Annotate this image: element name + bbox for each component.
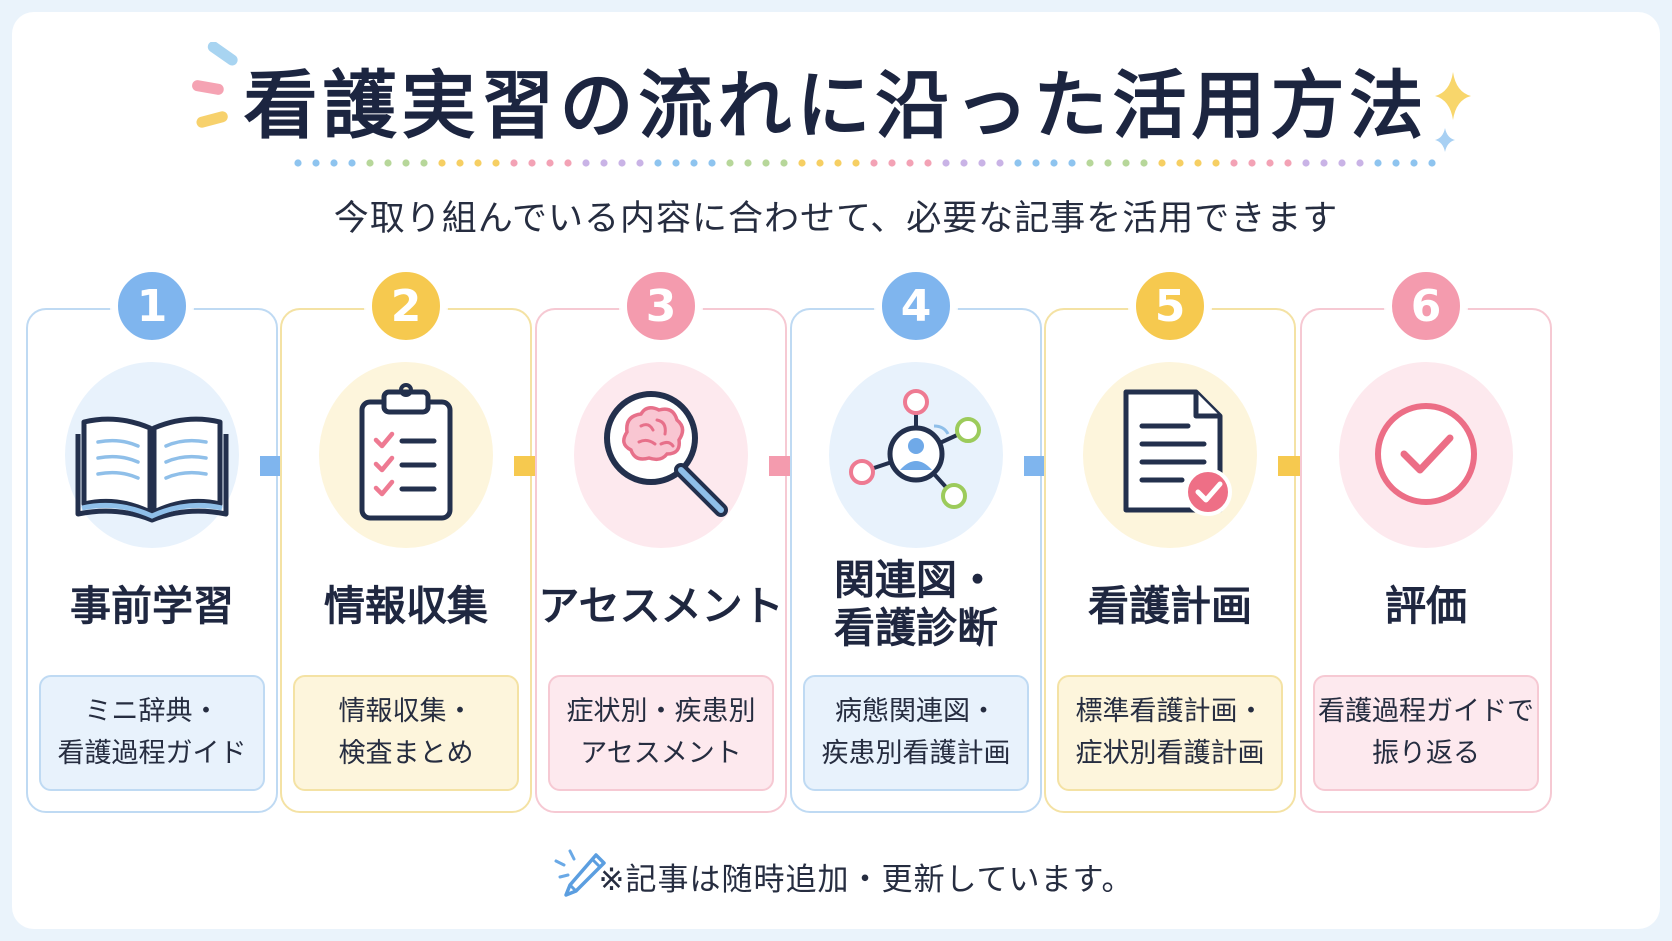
page-subtitle: 今取り組んでいる内容に合わせて、必要な記事を活用できます — [333, 199, 1339, 239]
step-related-articles-text: ミニ辞典・ 看護過程ガイド — [57, 696, 247, 769]
step-title: 看護計画 — [1088, 582, 1252, 630]
step-related-articles[interactable]: 看護過程ガイドで 振り返る — [1313, 675, 1539, 791]
step-number-badge: 5 — [1130, 266, 1210, 346]
page-title: 看護実習の流れに沿った活用方法 — [243, 63, 1429, 149]
step-related-articles[interactable]: 標準看護計画・ 症状別看護計画 — [1057, 675, 1283, 791]
step-related-articles[interactable]: 病態関連図・ 疾患別看護計画 — [803, 675, 1029, 791]
sparkle-icon — [1435, 72, 1471, 152]
pencil-icon — [554, 849, 606, 897]
step-title: アセスメント — [538, 582, 784, 630]
brain-magnifier-icon — [604, 391, 728, 517]
open-book-icon — [75, 416, 229, 523]
step-number-badge: 2 — [366, 266, 446, 346]
step-related-articles[interactable]: ミニ辞典・ 看護過程ガイド — [39, 675, 265, 791]
step-title: 情報収集 — [324, 582, 488, 630]
step-number-badge: 6 — [1386, 266, 1466, 346]
network-diagram-icon — [849, 389, 981, 509]
dotted-divider — [294, 159, 1436, 167]
step-number-badge: 3 — [621, 266, 701, 346]
step-number-badge: 4 — [876, 266, 956, 346]
step-related-articles[interactable]: 症状別・疾患別 アセスメント — [548, 675, 774, 791]
document-check-icon — [1123, 389, 1232, 516]
step-title: 評価 — [1385, 582, 1467, 630]
step-related-articles-text: 病態関連図・ 疾患別看護計画 — [821, 696, 1011, 769]
step-related-articles-text: 情報収集・ 検査まとめ — [338, 696, 474, 769]
step-related-articles-text: 看護過程ガイドで 振り返る — [1318, 696, 1534, 769]
step-title: 関連図・ 看護診断 — [834, 556, 998, 652]
check-circle-icon — [1375, 403, 1477, 505]
step-title: 事前学習 — [70, 582, 234, 630]
footer-note: ※記事は随時追加・更新しています。 — [598, 862, 1134, 898]
step-related-articles[interactable]: 情報収集・ 検査まとめ — [293, 675, 519, 791]
confetti-decoration — [192, 42, 238, 128]
step-related-articles-text: 標準看護計画・ 症状別看護計画 — [1075, 696, 1265, 769]
step-related-articles-text: 症状別・疾患別 アセスメント — [566, 696, 756, 769]
step-number-badge: 1 — [112, 266, 192, 346]
clipboard-checklist-icon — [359, 383, 453, 521]
